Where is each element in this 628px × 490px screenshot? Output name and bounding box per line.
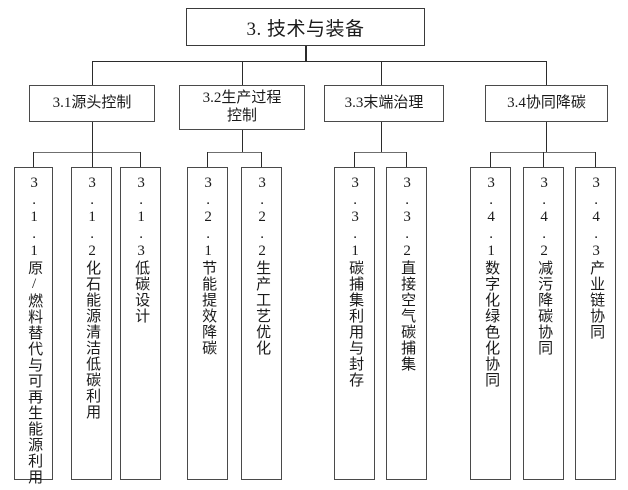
node-3-1-3[interactable]: 3.1.3低碳设计 <box>120 167 161 480</box>
connector-drop-3-4-1 <box>490 152 491 167</box>
node-3-3-1-label: 3.3.1碳捕集利用与封存 <box>347 175 364 388</box>
node-root-label: 3. 技术与装备 <box>246 18 365 40</box>
node-3-4-1[interactable]: 3.4.1数字化绿色化协同 <box>470 167 511 480</box>
node-3-1-2[interactable]: 3.1.2化石能源清洁低碳利用 <box>71 167 112 480</box>
node-3-3-2-label: 3.3.2直接空气碳捕集 <box>399 175 416 372</box>
node-3-2-label-line2: 控制 <box>226 107 257 124</box>
connector-drop-3-1-1 <box>33 152 34 167</box>
node-3-4-2[interactable]: 3.4.2减污降碳协同 <box>523 167 564 480</box>
connector-stem-3-4 <box>546 122 547 152</box>
node-root[interactable]: 3. 技术与装备 <box>186 8 425 46</box>
node-3-2-2-label: 3.2.2生产工艺优化 <box>254 175 271 356</box>
node-3-2-1[interactable]: 3.2.1节能提效降碳 <box>187 167 228 480</box>
node-3-1-1[interactable]: 3.1.1原/燃料替代与可再生能源利用 <box>14 167 53 485</box>
connector-bar-3-4 <box>490 152 595 153</box>
connector-bar-3-3 <box>354 152 407 153</box>
node-3-3-label: 3.3末端治理 <box>344 94 424 111</box>
node-3-4-2-label: 3.4.2减污降碳协同 <box>536 175 553 356</box>
node-3-4-3[interactable]: 3.4.3产业链协同 <box>575 167 616 480</box>
node-3-2-1-label: 3.2.1节能提效降碳 <box>200 175 217 356</box>
connector-drop-3-1 <box>92 61 93 85</box>
node-3-1-2-label: 3.1.2化石能源清洁低碳利用 <box>84 175 101 420</box>
connector-bar-3-1 <box>33 152 140 153</box>
node-3-2-2[interactable]: 3.2.2生产工艺优化 <box>241 167 282 480</box>
connector-stem-3-3 <box>381 122 382 152</box>
connector-stem-3-1 <box>92 122 93 152</box>
connector-stem-3-2 <box>242 130 243 152</box>
node-3-4-label: 3.4协同降碳 <box>507 94 586 111</box>
connector-drop-3-3-1 <box>354 152 355 167</box>
connector-drop-3-3-2 <box>406 152 407 167</box>
node-3-3-2[interactable]: 3.3.2直接空气碳捕集 <box>386 167 427 480</box>
node-3-2-label-line1: 3.2生产过程 <box>202 89 282 106</box>
node-3-1-label: 3.1源头控制 <box>52 94 132 111</box>
node-3-1[interactable]: 3.1源头控制 <box>29 85 155 122</box>
node-3-1-3-label: 3.1.3低碳设计 <box>133 175 150 324</box>
node-3-1-1-label: 3.1.1原/燃料替代与可再生能源利用 <box>26 175 43 485</box>
connector-drop-3-4-2 <box>543 152 544 167</box>
connector-drop-3-3 <box>381 61 382 85</box>
connector-drop-3-2-2 <box>261 152 262 167</box>
connector-bar-3-2 <box>207 152 262 153</box>
node-3-2-label: 3.2生产过程 控制 <box>200 90 285 125</box>
connector-drop-3-2 <box>242 61 243 85</box>
connector-root-stem <box>305 46 307 61</box>
connector-root-bar <box>92 61 547 62</box>
node-3-4-3-label: 3.4.3产业链协同 <box>588 175 605 340</box>
node-3-4-1-label: 3.4.1数字化绿色化协同 <box>483 175 500 388</box>
connector-drop-3-4 <box>546 61 547 85</box>
node-3-4[interactable]: 3.4协同降碳 <box>485 85 608 122</box>
connector-drop-3-1-2 <box>92 152 93 167</box>
node-3-3[interactable]: 3.3末端治理 <box>324 85 444 122</box>
node-3-2[interactable]: 3.2生产过程 控制 <box>179 85 305 130</box>
connector-drop-3-1-3 <box>140 152 141 167</box>
connector-drop-3-2-1 <box>207 152 208 167</box>
connector-drop-3-4-3 <box>595 152 596 167</box>
node-3-3-1[interactable]: 3.3.1碳捕集利用与封存 <box>334 167 375 480</box>
